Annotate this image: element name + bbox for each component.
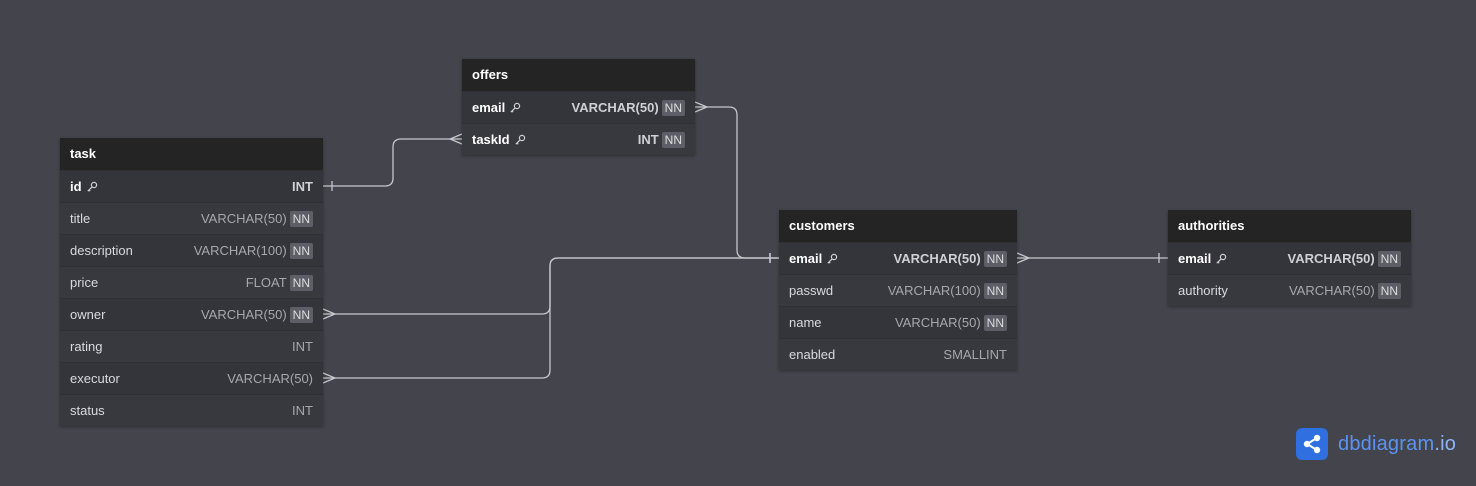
field-name: email bbox=[472, 100, 506, 115]
not-null-badge: NN bbox=[289, 274, 313, 291]
field-row[interactable]: description VARCHAR(100)NN bbox=[60, 234, 323, 266]
brand-name-main: dbdiagram bbox=[1338, 432, 1435, 455]
not-null-badge: NN bbox=[983, 314, 1007, 331]
field-name: authority bbox=[1178, 283, 1228, 298]
table-customers[interactable]: customers email VARCHAR(50)NN passwd VAR… bbox=[779, 210, 1017, 370]
field-name: rating bbox=[70, 339, 103, 354]
not-null-badge: NN bbox=[983, 282, 1007, 299]
field-type: INT bbox=[292, 339, 313, 354]
relationship-line bbox=[323, 257, 779, 315]
share-nodes-icon bbox=[1296, 428, 1328, 460]
field-row[interactable]: passwd VARCHAR(100)NN bbox=[779, 274, 1017, 306]
key-icon bbox=[826, 253, 838, 265]
cardinality-marker bbox=[694, 101, 709, 113]
field-type: VARCHAR(50) bbox=[1288, 283, 1375, 298]
field-row[interactable]: rating INT bbox=[60, 330, 323, 362]
field-row[interactable]: authority VARCHAR(50)NN bbox=[1168, 274, 1411, 306]
field-name: price bbox=[70, 275, 99, 290]
not-null-badge: NN bbox=[1377, 250, 1401, 267]
key-icon bbox=[509, 102, 521, 114]
table-authorities[interactable]: authorities email VARCHAR(50)NN authorit… bbox=[1168, 210, 1411, 306]
field-name: id bbox=[70, 179, 82, 194]
field-name: enabled bbox=[789, 347, 836, 362]
brand-logo-link[interactable]: dbdiagram.io bbox=[1296, 427, 1456, 461]
key-icon bbox=[1215, 253, 1227, 265]
field-name: email bbox=[1178, 251, 1212, 266]
not-null-badge: NN bbox=[289, 242, 313, 259]
not-null-badge: NN bbox=[661, 99, 685, 116]
field-type: SMALLINT bbox=[943, 347, 1007, 362]
field-name: owner bbox=[70, 307, 106, 322]
field-type: VARCHAR(50) bbox=[200, 211, 287, 226]
key-icon bbox=[86, 181, 98, 193]
field-type: VARCHAR(50) bbox=[227, 371, 313, 386]
not-null-badge: NN bbox=[661, 131, 685, 148]
field-row[interactable]: email VARCHAR(50)NN bbox=[779, 242, 1017, 274]
relationship-line bbox=[323, 257, 779, 379]
field-row[interactable]: title VARCHAR(50)NN bbox=[60, 202, 323, 234]
field-type: INT bbox=[637, 132, 659, 147]
not-null-badge: NN bbox=[1377, 282, 1401, 299]
field-row[interactable]: email VARCHAR(50)NN bbox=[462, 91, 695, 123]
table-header[interactable]: authorities bbox=[1168, 210, 1411, 242]
cardinality-marker bbox=[322, 308, 337, 320]
field-type: VARCHAR(100) bbox=[887, 283, 981, 298]
field-type: VARCHAR(50) bbox=[1287, 251, 1375, 266]
not-null-badge: NN bbox=[983, 250, 1007, 267]
relationship-line bbox=[695, 106, 779, 259]
field-row[interactable]: enabled SMALLINT bbox=[779, 338, 1017, 370]
field-name: executor bbox=[70, 371, 120, 386]
field-name: description bbox=[70, 243, 133, 258]
field-name: title bbox=[70, 211, 91, 226]
field-row[interactable]: executor VARCHAR(50) bbox=[60, 362, 323, 394]
field-name: status bbox=[70, 403, 105, 418]
field-name: email bbox=[789, 251, 823, 266]
field-type: VARCHAR(50) bbox=[893, 251, 981, 266]
cardinality-marker bbox=[1016, 252, 1031, 264]
not-null-badge: NN bbox=[289, 210, 313, 227]
field-type: FLOAT bbox=[245, 275, 287, 290]
field-row[interactable]: id INT bbox=[60, 170, 323, 202]
not-null-badge: NN bbox=[289, 306, 313, 323]
table-header[interactable]: customers bbox=[779, 210, 1017, 242]
cardinality-marker bbox=[322, 372, 337, 384]
field-row[interactable]: email VARCHAR(50)NN bbox=[1168, 242, 1411, 274]
field-row[interactable]: status INT bbox=[60, 394, 323, 426]
field-type: VARCHAR(50) bbox=[571, 100, 659, 115]
field-name: name bbox=[789, 315, 822, 330]
table-task[interactable]: task id INT title VARCHAR(50)NN descript… bbox=[60, 138, 323, 426]
table-header[interactable]: offers bbox=[462, 59, 695, 91]
field-type: VARCHAR(50) bbox=[894, 315, 981, 330]
field-type: VARCHAR(100) bbox=[193, 243, 287, 258]
key-icon bbox=[514, 134, 526, 146]
field-name: passwd bbox=[789, 283, 834, 298]
field-type: INT bbox=[292, 403, 313, 418]
relationship-line bbox=[323, 138, 462, 187]
table-header[interactable]: task bbox=[60, 138, 323, 170]
field-type: INT bbox=[292, 179, 313, 194]
brand-name-tld: .io bbox=[1434, 432, 1457, 455]
field-row[interactable]: owner VARCHAR(50)NN bbox=[60, 298, 323, 330]
field-row[interactable]: name VARCHAR(50)NN bbox=[779, 306, 1017, 338]
brand-name: dbdiagram.io bbox=[1338, 433, 1456, 456]
field-name: taskId bbox=[472, 132, 510, 147]
field-type: VARCHAR(50) bbox=[200, 307, 287, 322]
cardinality-marker bbox=[448, 133, 463, 145]
